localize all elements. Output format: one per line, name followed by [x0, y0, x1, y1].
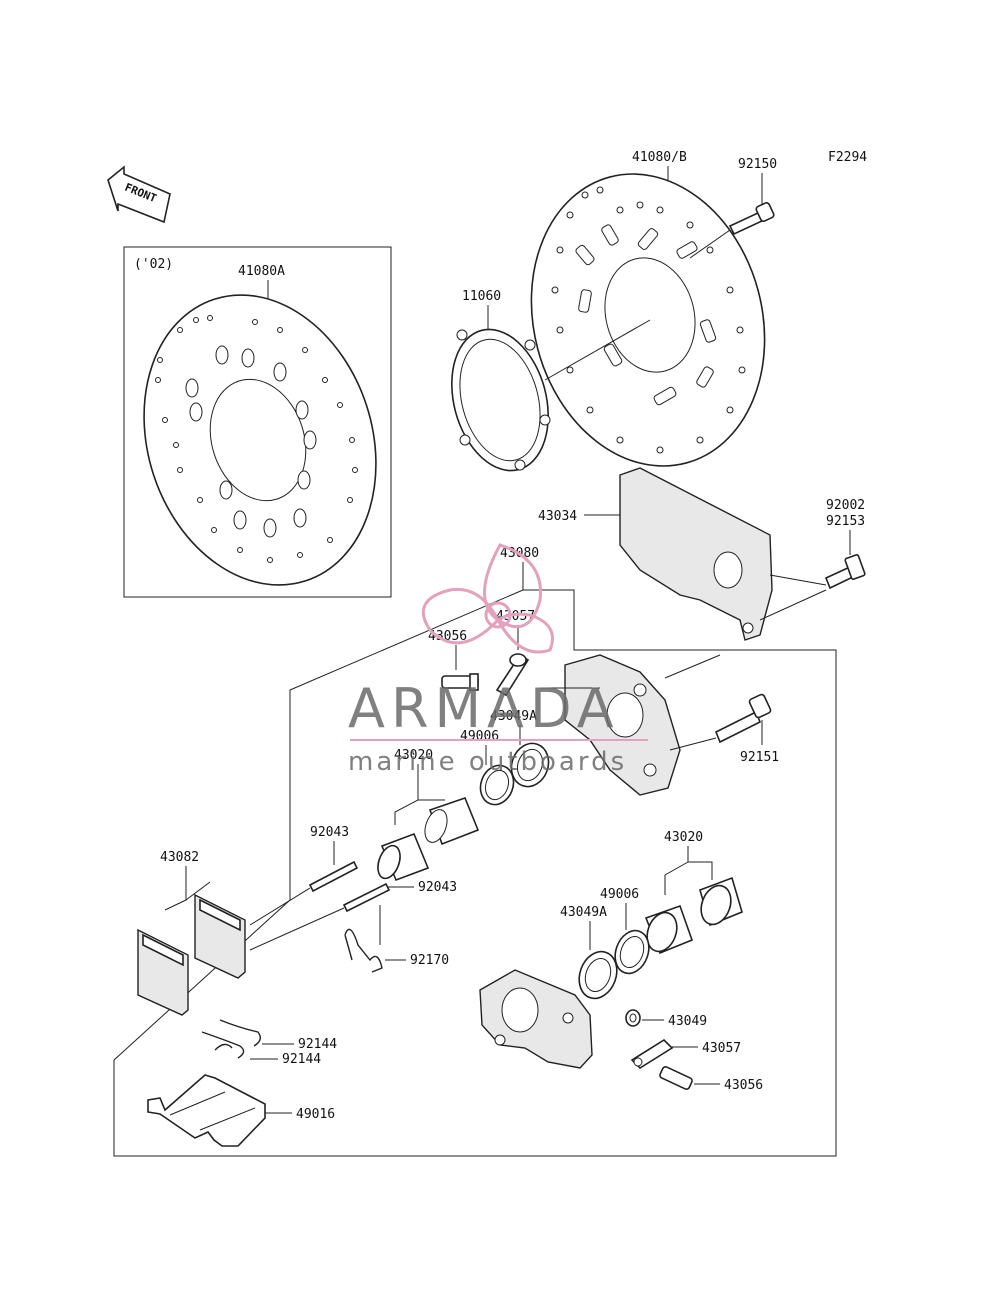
inset-year: ('02) [134, 257, 173, 272]
inset-disc [143, 294, 377, 586]
propeller-logo-icon [421, 543, 554, 654]
label-bolt-b: 92153 [826, 514, 865, 529]
gasket [451, 328, 551, 472]
bolt-92150 [728, 201, 775, 236]
bolt-92151 [714, 693, 772, 744]
pin-lower [342, 882, 391, 913]
front-arrow-icon: FRONT [107, 165, 171, 224]
inset-frame [123, 246, 392, 598]
bolt-92002-92153 [824, 554, 866, 590]
armada-watermark: ARMADA marine outboards [348, 543, 648, 777]
label-bolt-top: 92150 [738, 157, 777, 172]
label-disc: 41080/B [632, 150, 687, 165]
seal-upper [510, 742, 550, 788]
label-gasket: 11060 [462, 289, 501, 304]
piston-lower-a [699, 876, 743, 927]
label-bracket: 43034 [538, 509, 577, 524]
label-spring-clip: 92170 [410, 953, 449, 968]
label-pad-spring: 49016 [296, 1107, 335, 1122]
washer [625, 1009, 641, 1027]
dust-seal-upper [479, 764, 515, 806]
label-pad-set: 43082 [160, 850, 199, 865]
label-seal-upper: 43049A [490, 709, 537, 724]
label-pin-lower: 92043 [418, 880, 457, 895]
label-washer: 43049 [668, 1014, 707, 1029]
caliper-bracket [619, 467, 773, 641]
watermark-tagline: marine outboards [348, 747, 627, 777]
caliper-body-upper [564, 654, 681, 796]
caliper-body-lower [479, 969, 593, 1069]
label-bleeder-cover: 43057 [496, 609, 535, 624]
label-seal-lower: 43049A [560, 905, 607, 920]
piston-upper-a [424, 796, 480, 846]
bleeder-cover [495, 653, 530, 697]
bleeder-valve-lower [659, 1065, 693, 1091]
label-bleeder-valve-lower: 43056 [724, 1078, 763, 1093]
label-dust-seal-lower: 49006 [600, 887, 639, 902]
label-bleeder-valve: 43056 [428, 629, 467, 644]
pad-spring-plate [147, 1074, 266, 1147]
label-spring-a: 92144 [298, 1037, 337, 1052]
dust-seal-lower [614, 929, 650, 975]
bleeder-valve [441, 673, 479, 691]
piston-lower-b [644, 904, 694, 955]
spring-clip [344, 928, 383, 973]
label-spring-b: 92144 [282, 1052, 321, 1067]
brake-pad-front [137, 928, 189, 1016]
label-pin-upper: 92043 [310, 825, 349, 840]
pin-upper [308, 860, 359, 893]
label-bolt-mount: 92151 [740, 750, 779, 765]
label-bolt-a: 92002 [826, 498, 865, 513]
label-bleeder-cover-lower: 43057 [702, 1041, 741, 1056]
bleeder-cover-lower [630, 1038, 674, 1070]
label-piston-upper: 43020 [394, 748, 433, 763]
inset-part-label: 41080A [238, 264, 285, 279]
label-piston-lower: 43020 [664, 830, 703, 845]
figure-code: F2294 [828, 150, 867, 165]
piston-upper-b [377, 832, 430, 882]
brake-pad-rear [194, 893, 246, 979]
pad-springs [201, 1019, 261, 1059]
seal-lower [578, 950, 618, 1000]
watermark-name: ARMADA [348, 677, 620, 740]
